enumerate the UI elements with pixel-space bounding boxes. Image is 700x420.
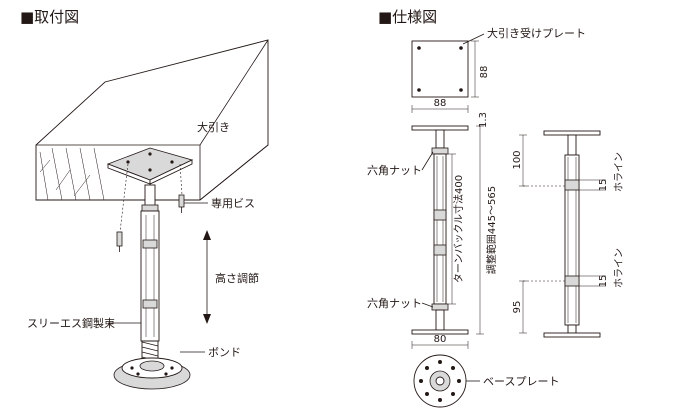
beam-illustration xyxy=(35,39,269,201)
dim-bottom-offset: 95 xyxy=(512,301,523,314)
dim-top-offset: 100 xyxy=(512,150,523,169)
label-beam: 大引き xyxy=(197,120,230,134)
screw-illustration xyxy=(116,194,185,252)
base-plate-plan-view xyxy=(413,354,467,408)
label-height-adjust: 高さ調節 xyxy=(215,271,259,285)
post-side-elevation xyxy=(543,130,601,338)
label-turnbuckle: ターンバックル寸法400 xyxy=(452,175,465,283)
height-adjust-arrow xyxy=(203,230,211,324)
dim-base-width: 80 xyxy=(434,334,447,345)
post-illustration xyxy=(113,184,191,390)
post-elevation xyxy=(411,125,469,335)
dim-plate-width: 88 xyxy=(434,98,447,109)
label-steel-pipe: スリーエス鋼製束 xyxy=(27,316,115,330)
mounting-diagram: 大引き 専用ビス xyxy=(27,39,269,390)
label-screw: 専用ビス xyxy=(211,197,255,210)
spec-diagram: 大引き受けプレート 88 88 六角ナット 六角ナット xyxy=(367,26,625,408)
label-hex-nut-top: 六角ナット xyxy=(367,164,422,177)
dim-top-marker: 15 xyxy=(598,179,609,192)
section-title-mounting: ■取付図 xyxy=(20,8,79,26)
plate-plan-view xyxy=(411,40,469,98)
label-ho-line-bottom: ホライン xyxy=(613,248,625,288)
dim-plate-thickness: 1.3 xyxy=(478,112,489,128)
plate-illustration xyxy=(106,147,194,185)
label-adjust-range: 調整範囲445～565 xyxy=(485,186,498,274)
dim-plate-height: 88 xyxy=(479,66,490,79)
label-ho-line-top: ホライン xyxy=(613,152,625,192)
label-base-plate: ベースプレート xyxy=(483,375,559,388)
dim-bottom-marker: 15 xyxy=(598,275,609,288)
label-beam-plate: 大引き受けプレート xyxy=(487,26,586,40)
label-bond: ボンド xyxy=(208,346,241,359)
label-hex-nut-bottom: 六角ナット xyxy=(367,297,422,310)
section-title-spec: ■仕様図 xyxy=(378,8,437,26)
